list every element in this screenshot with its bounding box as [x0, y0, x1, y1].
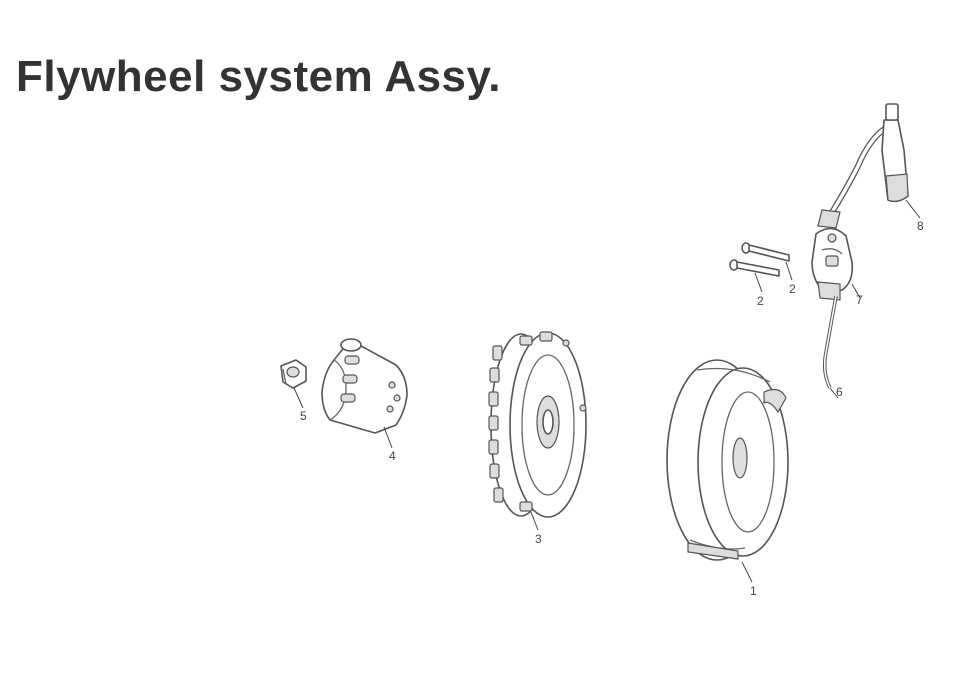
callout-3: 3 [535, 532, 542, 546]
flywheel-part [488, 331, 587, 518]
callout-4: 4 [389, 449, 396, 463]
wire-part [822, 295, 838, 389]
callout-2-upper: 2 [789, 282, 796, 296]
ignition-coil-part [811, 227, 854, 301]
spark-plug-cap-part [817, 103, 909, 229]
callout-2-lower: 2 [757, 294, 764, 308]
callout-6: 6 [836, 385, 843, 399]
page-title: Flywheel system Assy. [16, 52, 501, 101]
bolt-lower-part [729, 259, 780, 277]
callout-8: 8 [917, 219, 924, 233]
hub-part [321, 338, 408, 434]
nut-part [280, 359, 307, 389]
flywheel-cover-part [666, 359, 789, 561]
bolt-upper-part [741, 242, 790, 262]
callout-5: 5 [300, 409, 307, 423]
callout-1: 1 [750, 584, 757, 598]
callout-7: 7 [856, 293, 863, 307]
